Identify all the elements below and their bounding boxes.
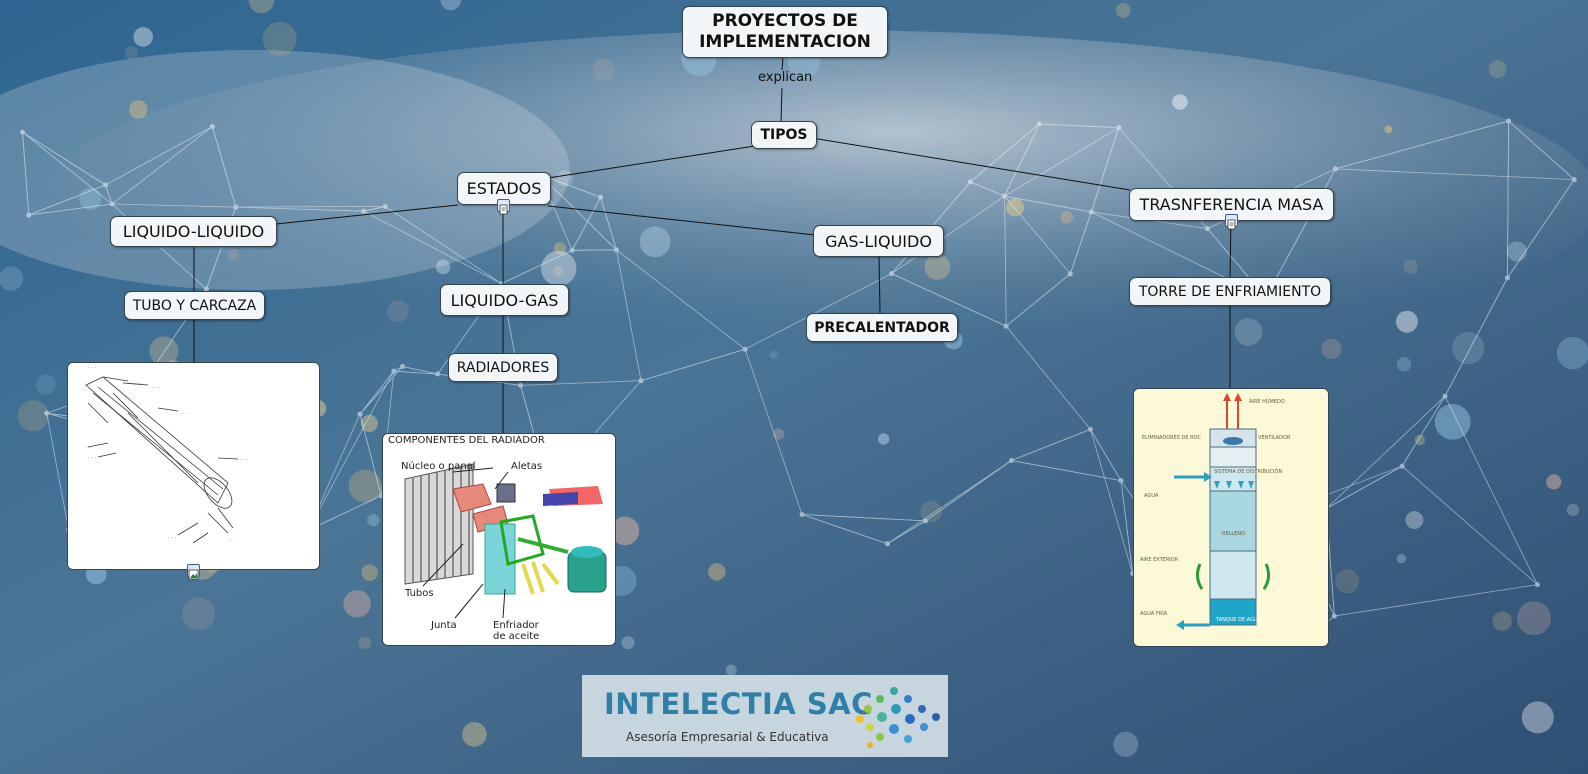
torre-enfriamiento-node-label: TORRE DE ENFRIAMIENTO [1138,283,1322,300]
label-aire-exterior: AIRE EXTERIOR [1140,557,1179,563]
root-node[interactable]: PROYECTOS DE IMPLEMENTACION [682,6,888,58]
svg-text:· · ·: · · · [240,457,248,463]
label-nucleo: Núcleo o panal [401,460,476,472]
document-icon [499,204,508,215]
radiator-title: COMPONENTES DEL RADIADOR [388,435,545,446]
intelectia-logo: INTELECTIA SAC Asesoría Empresarial & Ed… [582,675,948,757]
liquido-liquido-node[interactable]: LIQUIDO-LIQUIDO [110,216,277,247]
label-eliminadores: ELIMINADORES DE ROC [1142,435,1202,441]
svg-text:· · ·: · · · [88,455,96,461]
radiator-diagram: COMPONENTES DEL RADIADOR Núcleo o panal [383,434,615,645]
tipos-node[interactable]: TIPOS [751,121,817,149]
label-sistema: SISTEMA DE DISTRIBUCIÓN [1214,468,1282,475]
resource-icon-estados[interactable] [497,199,510,215]
link-phrase-explican: explican [758,70,813,85]
svg-text:· · ·: · · · [180,411,188,417]
label-enfriador-1: Enfriador [493,620,540,631]
exchanger-sketch: · · · · · · · · · · · · · · · · · · · · · · ·… [68,363,319,569]
liquido-gas-node[interactable]: LIQUIDO-GAS [440,284,569,316]
radiadores-node-label: RADIADORES [456,359,550,376]
svg-text:· · ·: · · · [88,365,96,371]
label-ventilador: VENTILADOR [1258,435,1291,441]
label-agua-fria: AGUA FRÍA [1140,610,1168,617]
tube-shell-image[interactable]: · · · · · · · · · · · · · · · · · · · · · · ·… [67,362,320,570]
radiator-image[interactable]: COMPONENTES DEL RADIADOR Núcleo o panal [382,433,616,646]
svg-text:· ·: · · [86,445,91,451]
cooling-tower-image[interactable]: AIRE HÚMEDO ELIMINADORES DE ROC VENTILAD… [1133,388,1329,647]
tubo-carcaza-node-label: TUBO Y CARCAZA [132,297,257,314]
image-icon [188,569,199,580]
precalentador-node-label: PRECALENTADOR [814,319,950,336]
label-junta: Junta [430,620,457,631]
radiadores-node[interactable]: RADIADORES [448,353,558,382]
logo-name: INTELECTIA SAC [604,687,873,721]
gas-liquido-node-label: GAS-LIQUIDO [825,231,932,251]
root-node-label: PROYECTOS DE IMPLEMENTACION [699,11,871,52]
label-agua: AGUA [1144,493,1159,499]
gas-liquido-node[interactable]: GAS-LIQUIDO [813,225,944,257]
label-relleno: RELLENO [1222,531,1245,537]
label-tubos: Tubos [404,588,434,599]
cooling-tower-diagram: AIRE HÚMEDO ELIMINADORES DE ROC VENTILAD… [1134,389,1328,646]
hexagon-dots-icon [856,687,940,748]
trasnferencia-masa-node[interactable]: TRASNFERENCIA MASA [1129,188,1334,221]
svg-text:· · · ·: · · · · [130,381,142,387]
label-aire-humedo: AIRE HÚMEDO [1249,398,1285,405]
svg-text:· · ·: · · · [152,385,160,391]
logo-tagline: Asesoría Empresarial & Educativa [626,730,829,744]
torre-enfriamiento-node[interactable]: TORRE DE ENFRIAMIENTO [1129,277,1331,306]
svg-text:· · ·: · · · [168,535,176,541]
estados-node-label: ESTADOS [466,179,542,198]
trasnferencia-masa-node-label: TRASNFERENCIA MASA [1139,195,1324,214]
document-icon [1227,219,1236,230]
label-aletas: Aletas [511,461,542,472]
tipos-node-label: TIPOS [760,127,808,143]
precalentador-node[interactable]: PRECALENTADOR [806,313,958,342]
svg-text:· ·: · · [228,537,233,543]
resource-icon-trasnferencia[interactable] [1225,214,1238,230]
liquido-gas-node-label: LIQUIDO-GAS [450,290,559,310]
resource-icon-image[interactable] [187,564,200,580]
label-enfriador-2: de aceite [493,631,539,642]
liquido-liquido-node-label: LIQUIDO-LIQUIDO [122,222,265,241]
label-tanque: TANQUE DE AGUA [1215,617,1262,623]
tubo-carcaza-node[interactable]: TUBO Y CARCAZA [124,291,265,320]
